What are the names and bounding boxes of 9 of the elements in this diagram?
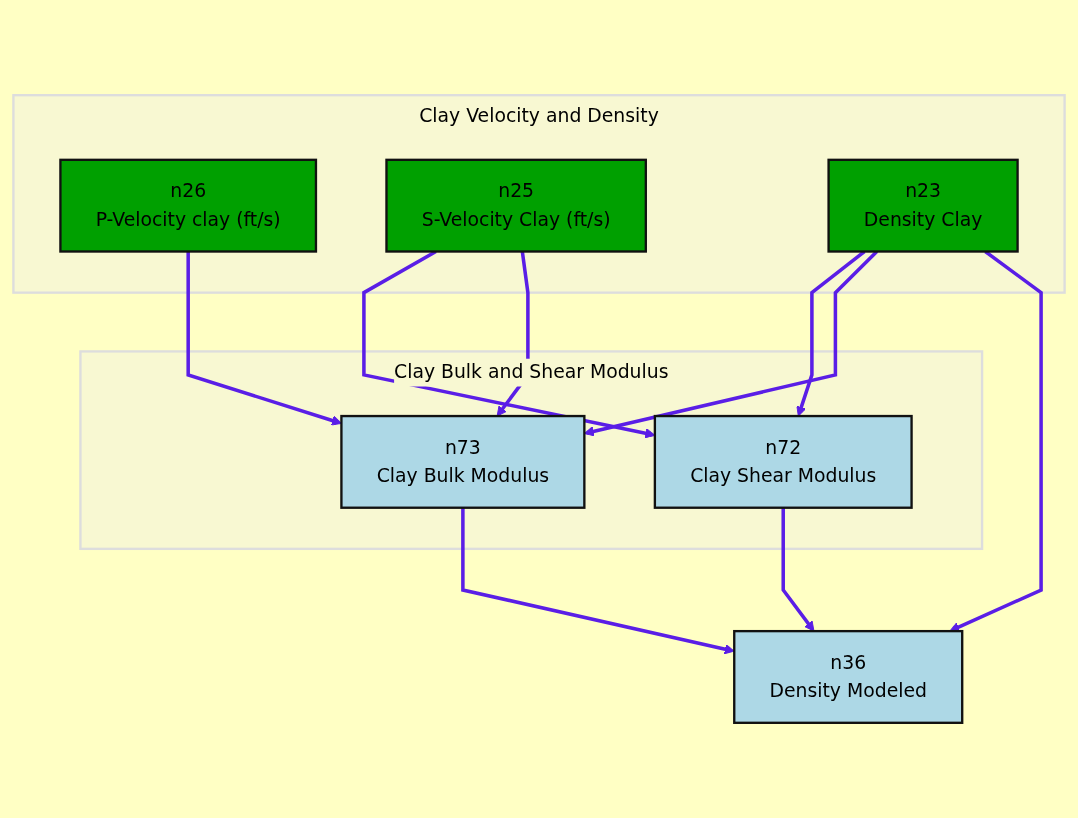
node-box: n23 Density Clay xyxy=(827,158,1019,253)
node-box: n36 Density Modeled xyxy=(733,629,964,724)
node-box: n73 Clay Bulk Modulus xyxy=(340,414,586,509)
node-box: n25 S-Velocity Clay (ft/s) xyxy=(385,158,647,253)
node-box: n26 P-Velocity clay (ft/s) xyxy=(59,158,318,253)
arrow xyxy=(461,507,735,655)
node-box: n72 Clay Shear Modulus xyxy=(653,414,913,509)
arrow xyxy=(781,507,815,632)
arrow xyxy=(186,251,342,426)
